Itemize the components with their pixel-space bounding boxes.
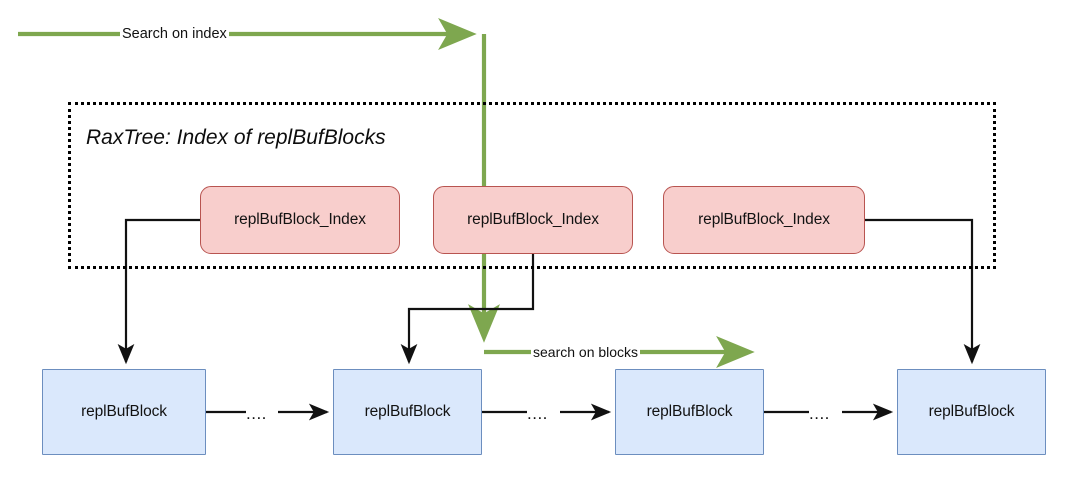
connector-index1-to-block1: [117, 218, 200, 365]
block-node-3[interactable]: replBufBlock: [615, 369, 764, 455]
search-on-index-label: Search on index: [120, 26, 229, 42]
raxtree-container-title: RaxTree: Index of replBufBlocks: [86, 126, 386, 149]
green-search-on-index-arrow: [18, 18, 500, 343]
index-node-3-label: replBufBlock_Index: [698, 211, 830, 228]
chain-separator-2: ....: [527, 404, 548, 423]
block-node-4[interactable]: replBufBlock: [897, 369, 1046, 455]
block-node-1-label: replBufBlock: [81, 403, 167, 420]
block-node-2[interactable]: replBufBlock: [333, 369, 482, 455]
index-node-1[interactable]: replBufBlock_Index: [200, 186, 400, 254]
block-node-2-label: replBufBlock: [364, 403, 451, 420]
index-node-2-label: replBufBlock_Index: [467, 211, 599, 228]
index-node-3[interactable]: replBufBlock_Index: [663, 186, 865, 254]
chain-separator-1: ....: [246, 404, 267, 423]
block-node-4-label: replBufBlock: [928, 403, 1015, 420]
block-node-3-label: replBufBlock: [646, 403, 733, 420]
raxtree-container: [68, 102, 996, 269]
block-node-1[interactable]: replBufBlock: [42, 369, 206, 455]
index-node-2[interactable]: replBufBlock_Index: [433, 186, 633, 254]
connector-index3-to-block4: [865, 218, 981, 365]
chain-separator-3: ....: [809, 404, 830, 423]
search-on-blocks-label: search on blocks: [531, 344, 641, 360]
connector-index2-to-block2: [400, 253, 535, 365]
index-node-1-label: replBufBlock_Index: [234, 211, 366, 228]
